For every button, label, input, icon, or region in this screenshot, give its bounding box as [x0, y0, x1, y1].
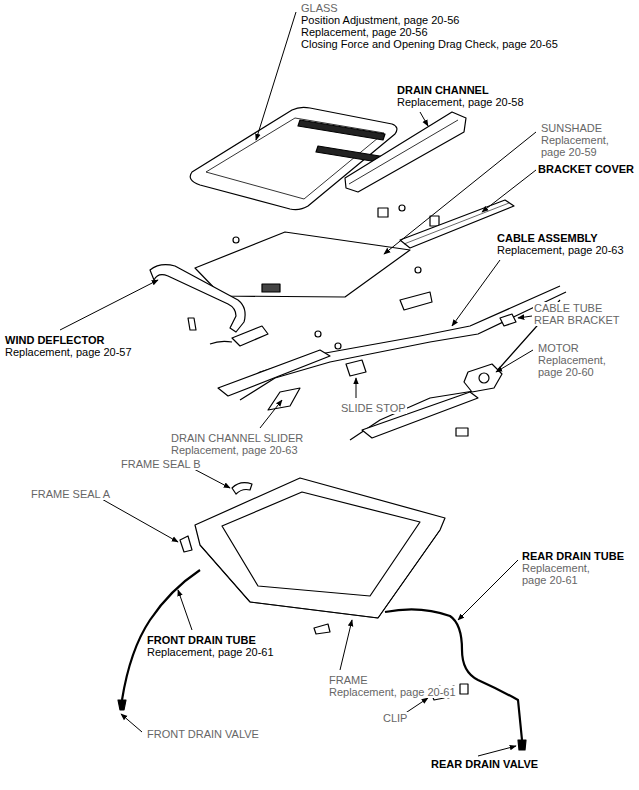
part-name: FRAME	[328, 674, 369, 686]
cable-tube	[350, 300, 560, 440]
slide-stop	[346, 360, 366, 376]
screw	[399, 205, 405, 211]
page-reference: Replacement, page 20-59	[540, 134, 622, 158]
frame-seal-b	[232, 483, 252, 494]
motor-gear	[479, 373, 489, 383]
page-reference: Replacement, page 20-61	[328, 686, 457, 698]
rail-wire	[210, 341, 232, 344]
leader-line	[256, 12, 296, 140]
part-name: DRAIN CHANNEL SLIDER	[170, 432, 304, 444]
part-name: DRAIN CHANNEL	[396, 84, 490, 96]
leader-line	[518, 316, 532, 318]
glass	[190, 107, 397, 209]
part-name: REAR DRAIN VALVE	[430, 758, 539, 770]
page-reference: Replacement, page 20-60	[537, 354, 619, 378]
screw	[415, 267, 421, 273]
motor	[464, 364, 502, 392]
frame-seal-a	[180, 536, 192, 552]
frame-rim	[200, 530, 440, 618]
page-reference: Replacement, page 20-57	[4, 346, 133, 358]
part-name: CABLE TUBE REAR BRACKET	[533, 302, 635, 326]
leader-line	[178, 590, 192, 630]
leader-line	[100, 498, 178, 542]
sunshade-handle	[262, 284, 280, 292]
part-name: FRAME SEAL A	[30, 488, 111, 500]
screw	[335, 343, 341, 349]
leader-line	[60, 280, 158, 330]
part-name: BRACKET COVER	[537, 163, 635, 175]
rail-bracket	[232, 326, 268, 346]
part-name: WIND DEFLECTOR	[4, 334, 105, 346]
rear-drain-valve	[518, 740, 526, 750]
leader-line	[420, 112, 428, 126]
part-name: REAR DRAIN TUBE	[521, 550, 625, 562]
frame-opening	[222, 492, 420, 596]
drain-channel	[345, 112, 466, 192]
drain-channel-slider	[218, 350, 330, 396]
page-reference: Position Adjustment, page 20-56	[300, 14, 460, 26]
sunshade	[195, 232, 410, 297]
clip-part	[456, 428, 468, 436]
frame	[195, 478, 445, 618]
leader-line	[192, 468, 230, 488]
front-drain-valve	[118, 700, 126, 710]
leader-line	[260, 400, 282, 428]
deflector-arm	[188, 318, 196, 330]
bracket-cover-edge	[404, 203, 509, 244]
page-reference: Replacement, page 20-58	[396, 96, 525, 108]
part-name: GLASS	[300, 2, 339, 14]
seal-strip	[298, 120, 385, 140]
leader-line	[452, 260, 500, 326]
leader-line	[496, 350, 533, 372]
part-name: SUNSHADE	[540, 122, 603, 134]
clip-part	[430, 216, 439, 226]
screw	[233, 237, 239, 243]
page-reference: Replacement, page 20-63	[496, 244, 625, 256]
page-reference: Replacement, page 20-61	[146, 646, 275, 658]
rail-bracket	[400, 292, 432, 310]
part-name: FRONT DRAIN VALVE	[146, 728, 260, 740]
cable	[240, 292, 566, 400]
page-reference: Closing Force and Opening Drag Check, pa…	[300, 38, 559, 50]
leader-line	[482, 170, 536, 212]
part-name: MOTOR	[537, 342, 580, 354]
frame-part	[314, 624, 330, 634]
leader-line	[121, 714, 142, 732]
leader-line	[458, 560, 518, 620]
part-name: CLIP	[382, 712, 408, 724]
wind-deflector	[150, 265, 245, 332]
clip-part	[460, 684, 468, 694]
drain-channel-slider	[268, 388, 300, 410]
part-name: SLIDE STOP	[340, 402, 407, 414]
page-reference: Replacement, page 20-56	[300, 26, 429, 38]
leader-line	[340, 620, 352, 670]
leader-line	[356, 378, 357, 398]
leader-line	[478, 746, 516, 756]
part-name: FRONT DRAIN TUBE	[146, 634, 257, 646]
drain-channel-edge	[349, 120, 458, 184]
screw	[315, 331, 321, 337]
page-reference: Replacement, page 20-61	[521, 562, 613, 586]
page-reference: Replacement, page 20-63	[170, 444, 299, 456]
drain-channel-slider	[362, 392, 478, 438]
cable-tube-rear-bracket	[500, 314, 516, 326]
part-name: FRAME SEAL B	[120, 458, 202, 470]
part-name: CABLE ASSEMBLY	[496, 232, 599, 244]
clip-part	[378, 208, 388, 217]
